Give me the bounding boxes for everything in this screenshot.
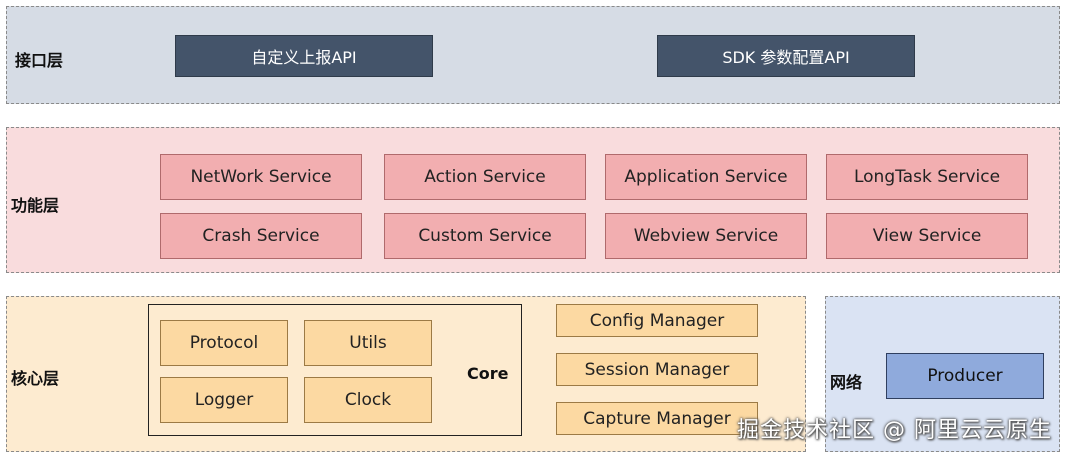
core-layer-label: 核心层: [11, 369, 60, 388]
utils-box: Utils: [304, 320, 432, 366]
config-manager-box: Config Manager: [556, 304, 758, 337]
core-module-frame: Protocol Utils Logger Clock Core: [148, 304, 522, 436]
protocol-box: Protocol: [160, 320, 288, 366]
watermark-text: 掘金技术社区 @ 阿里云云原生: [737, 418, 1052, 443]
logger-box: Logger: [160, 377, 288, 423]
core-layer: 核心层 Protocol Utils Logger Clock Core Con…: [6, 296, 806, 452]
core-title: Core: [467, 364, 509, 383]
application-service-box: Application Service: [605, 154, 807, 200]
network-service-box: NetWork Service: [160, 154, 362, 200]
capture-manager-box: Capture Manager: [556, 402, 758, 435]
view-service-box: View Service: [826, 213, 1028, 259]
clock-box: Clock: [304, 377, 432, 423]
webview-service-box: Webview Service: [605, 213, 807, 259]
function-layer-label: 功能层: [11, 196, 60, 215]
network-layer-label: 网络: [830, 373, 863, 392]
custom-service-box: Custom Service: [384, 213, 586, 259]
interface-layer-label: 接口层: [15, 51, 64, 70]
producer-box: Producer: [886, 353, 1044, 399]
action-service-box: Action Service: [384, 154, 586, 200]
network-layer: 网络 Producer: [825, 296, 1060, 452]
sdk-config-api-box: SDK 参数配置API: [657, 35, 915, 77]
session-manager-box: Session Manager: [556, 353, 758, 386]
custom-report-api-box: 自定义上报API: [175, 35, 433, 77]
longtask-service-box: LongTask Service: [826, 154, 1028, 200]
crash-service-box: Crash Service: [160, 213, 362, 259]
interface-layer: 接口层 自定义上报API SDK 参数配置API: [6, 6, 1060, 104]
function-layer: 功能层 NetWork Service Action Service Appli…: [6, 127, 1060, 273]
